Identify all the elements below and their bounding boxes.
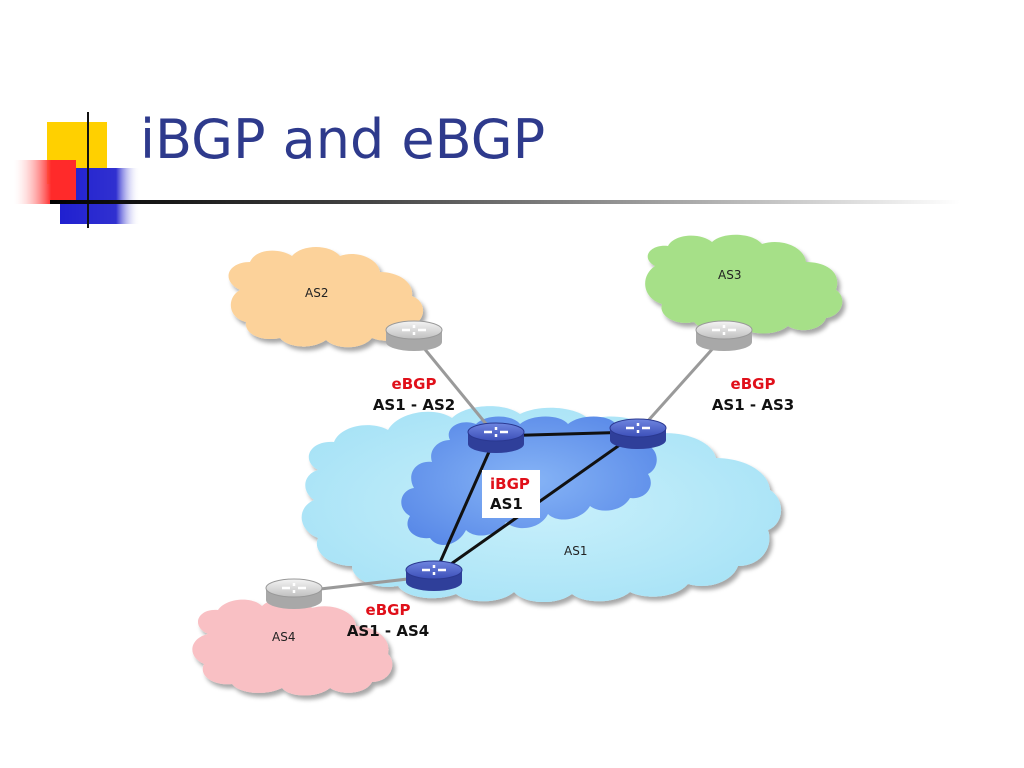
as4-label: AS4 [272, 630, 295, 644]
router-arrows-icon [712, 325, 736, 335]
ebgp-link-as2 [412, 335, 498, 437]
ebgp-as2-pair: AS1 - AS2 [373, 396, 455, 414]
as3-cloud [645, 234, 843, 334]
ibgp-scope: AS1 [490, 495, 523, 513]
ebgp-as2-type: eBGP [392, 375, 437, 393]
router-arrows-icon [422, 565, 446, 575]
router-arrows-icon [626, 423, 650, 433]
router-arrows-icon [402, 325, 426, 335]
router-as1-bottom [405, 560, 463, 591]
ibgp-link-2 [432, 435, 498, 577]
router-as1-top-right [609, 418, 667, 449]
ibgp-label-box [482, 470, 540, 518]
ibgp-type: iBGP [490, 475, 530, 493]
as4-cloud [192, 597, 393, 696]
slide-title: iBGP and eBGP [140, 108, 546, 171]
ebgp-as4-type: eBGP [366, 601, 411, 619]
as1-label: AS1 [564, 544, 587, 558]
ebgp-link-as3 [636, 334, 726, 434]
as3-label: AS3 [718, 268, 741, 282]
router-as2 [385, 320, 443, 351]
ebgp-as4-pair: AS1 - AS4 [347, 622, 429, 640]
router-arrows-icon [282, 583, 306, 593]
router-as1-top-left [467, 422, 525, 453]
ebgp-as3-pair: AS1 - AS3 [712, 396, 794, 414]
router-arrows-icon [484, 427, 508, 437]
red-square [14, 160, 76, 204]
router-as4 [265, 578, 323, 609]
ebgp-as3-type: eBGP [731, 375, 776, 393]
title-underline [50, 200, 960, 204]
as2-cloud [228, 247, 424, 348]
router-as3 [695, 320, 753, 351]
as2-label: AS2 [305, 286, 328, 300]
